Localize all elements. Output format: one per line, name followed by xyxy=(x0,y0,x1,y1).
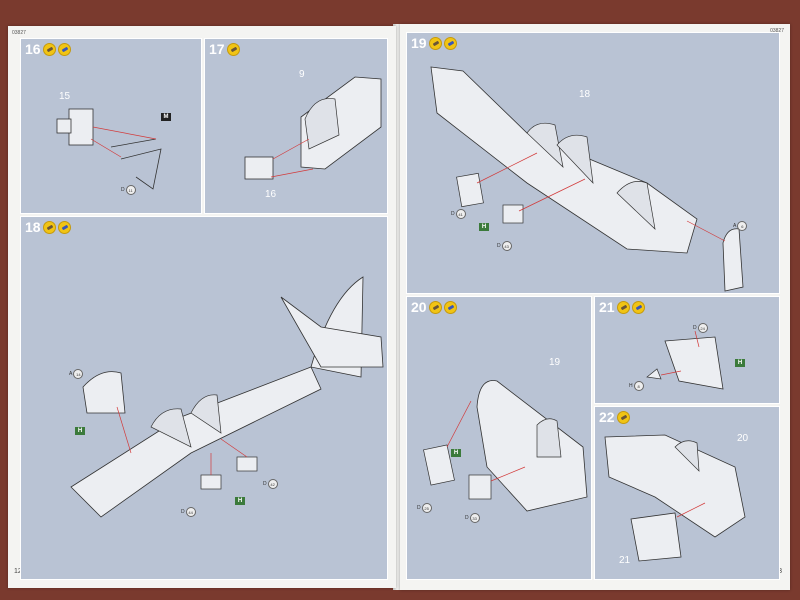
kit-code: 03827 xyxy=(12,30,26,36)
step-header: 22 xyxy=(599,409,630,425)
left-page: 03827 12 16 15 M D 11 17 9 16 xyxy=(8,26,396,588)
page-number: 12 xyxy=(14,568,22,575)
book-spine xyxy=(393,24,403,590)
step-number: 17 xyxy=(209,41,225,57)
glue-icon xyxy=(428,36,442,50)
paint-icon xyxy=(57,220,71,234)
part-ref: D 41 xyxy=(451,209,466,219)
step-16-drawing xyxy=(56,108,162,190)
ref-number: 24 xyxy=(697,323,708,333)
step-number: 21 xyxy=(599,299,615,315)
step-21-panel: 21 D 24 H 8 H xyxy=(594,296,780,404)
part-ref: D 43 xyxy=(497,241,512,251)
part-label: 20 xyxy=(737,433,749,444)
part-tag: H xyxy=(479,223,489,231)
part-label: 21 xyxy=(619,555,631,566)
part-ref: A 14 xyxy=(69,369,84,379)
paint-icon xyxy=(443,300,457,314)
ref-letter: A xyxy=(69,371,73,377)
glue-icon xyxy=(428,300,442,314)
paint-icon xyxy=(631,300,645,314)
step-number: 20 xyxy=(411,299,427,315)
ref-letter: D xyxy=(497,243,501,249)
step-22-panel: 22 20 21 xyxy=(594,406,780,580)
part-tag: M xyxy=(161,113,171,121)
part-ref: A 6 xyxy=(733,221,748,231)
part-tag: H xyxy=(75,427,85,435)
ref-number: 11 xyxy=(125,185,136,195)
ref-number: 44 xyxy=(185,507,196,517)
part-label: 19 xyxy=(549,357,561,368)
part-label: 9 xyxy=(299,69,305,80)
step-19-panel: 19 18 D 41 H D 43 A 6 xyxy=(406,32,780,294)
ref-number: 43 xyxy=(501,241,512,251)
step-17-drawing xyxy=(244,76,382,180)
step-header: 17 xyxy=(209,41,240,57)
paint-icon xyxy=(443,36,457,50)
part-ref: D 44 xyxy=(181,507,196,517)
ref-number: 8 xyxy=(633,381,644,391)
part-ref: D 24 xyxy=(693,323,708,333)
part-tag: H xyxy=(235,497,245,505)
step-number: 16 xyxy=(25,41,41,57)
step-18-drawing xyxy=(70,276,384,518)
glue-icon xyxy=(42,220,56,234)
ref-letter: D xyxy=(417,505,421,511)
ref-number: 33 xyxy=(469,513,480,523)
ref-number: 25 xyxy=(421,503,432,513)
ref-number: 41 xyxy=(455,209,466,219)
step-header: 21 xyxy=(599,299,645,315)
step-header: 16 xyxy=(25,41,71,57)
ref-letter: A xyxy=(733,223,737,229)
part-label: 16 xyxy=(265,189,277,200)
kit-code: 03827 xyxy=(770,28,784,34)
step-19-drawing xyxy=(430,66,744,292)
step-number: 18 xyxy=(25,219,41,235)
ref-letter: D xyxy=(465,515,469,521)
step-18-panel: 18 A 14 H D 44 D 42 xyxy=(20,216,388,580)
ref-letter: D xyxy=(181,509,185,515)
step-16-panel: 16 15 M D 11 xyxy=(20,38,202,214)
step-header: 20 xyxy=(411,299,457,315)
step-number: 19 xyxy=(411,35,427,51)
ref-number: 14 xyxy=(73,369,84,379)
ref-number: 6 xyxy=(737,221,748,231)
glue-icon xyxy=(616,410,630,424)
ref-letter: D xyxy=(693,325,697,331)
paint-icon xyxy=(57,42,71,56)
step-header: 18 xyxy=(25,219,71,235)
glue-icon xyxy=(616,300,630,314)
part-tag: H xyxy=(451,449,461,457)
step-17-panel: 17 9 16 xyxy=(204,38,388,214)
part-ref: D 11 xyxy=(121,185,136,195)
part-ref: D 42 xyxy=(263,479,278,489)
glue-icon xyxy=(226,42,240,56)
glue-icon xyxy=(42,42,56,56)
part-label: 18 xyxy=(579,89,591,100)
step-20-panel: 20 19 H D 25 D 33 xyxy=(406,296,592,580)
ref-letter: D xyxy=(263,481,267,487)
ref-letter: H xyxy=(629,383,633,389)
part-label: 15 xyxy=(59,91,71,102)
step-21-drawing xyxy=(646,330,724,390)
part-ref: D 33 xyxy=(465,513,480,523)
part-ref: H 8 xyxy=(629,381,644,391)
ref-letter: D xyxy=(451,211,455,217)
step-header: 19 xyxy=(411,35,457,51)
part-tag: H xyxy=(735,359,745,367)
step-20-drawing xyxy=(423,380,588,512)
step-number: 22 xyxy=(599,409,615,425)
right-page: 03827 13 19 18 D 41 H D 43 xyxy=(400,24,790,590)
ref-letter: D xyxy=(121,187,125,193)
step-22-drawing xyxy=(604,434,746,562)
part-ref: D 25 xyxy=(417,503,432,513)
ref-number: 42 xyxy=(267,479,278,489)
